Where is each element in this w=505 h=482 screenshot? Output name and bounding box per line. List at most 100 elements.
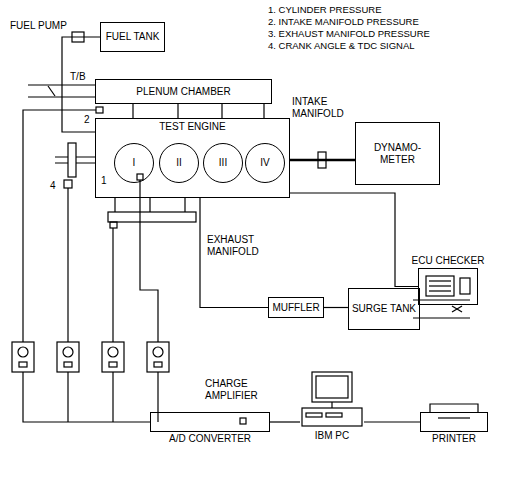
- ad-indicator: [240, 418, 246, 424]
- legend-item: 4. CRANK ANGLE & TDC SIGNAL: [268, 40, 415, 51]
- printer-box: PRINTER: [420, 412, 488, 432]
- surge-tank-outlet: [413, 300, 470, 318]
- node-label: FUEL TANK: [106, 31, 160, 43]
- ecu-keypad: [429, 285, 451, 286]
- charge-amplifier: [64, 362, 72, 367]
- node-label: DYNAMO- METER: [372, 142, 424, 165]
- connector-line: [270, 421, 300, 422]
- signal-wire: [67, 188, 68, 342]
- surge-tank-outlet: [413, 299, 470, 300]
- charge-amplifier: [63, 347, 73, 357]
- ecu-keypad: [426, 276, 470, 296]
- signal-wire: [140, 180, 158, 342]
- printer-paper: [438, 417, 470, 418]
- node-label: SURGE TANK: [352, 303, 416, 315]
- connector-line: [132, 104, 133, 118]
- node-label: A/D CONVERTER: [169, 433, 251, 445]
- dynamometer-box: DYNAMO- METER: [355, 122, 440, 185]
- exhaust-manifold: [108, 198, 196, 222]
- charge-amplifier: [154, 362, 162, 367]
- plenum-box: PLENUM CHAMBER: [95, 79, 272, 104]
- engine-box: TEST ENGINEIIIIIIIV: [95, 118, 290, 198]
- node-label: I: [133, 157, 136, 169]
- printer-paper: [430, 404, 478, 412]
- connector-line: [200, 198, 268, 308]
- tank-box: FUEL TANK: [100, 22, 165, 52]
- computer-icon: [306, 413, 322, 417]
- computer-icon: [302, 372, 362, 426]
- signal-wire: [23, 110, 158, 422]
- printer-paper: [430, 404, 478, 418]
- ecu-keypad: [429, 280, 451, 281]
- pressure-sensor: [137, 174, 143, 180]
- exhaust-manifold: [108, 212, 196, 222]
- legend-item: 3. EXHAUST MANIFOLD PRESSURE: [268, 28, 430, 39]
- ecu-box: ECU CHECKER: [418, 268, 478, 305]
- charge-amplifier: [18, 347, 28, 357]
- part-label: EXHAUST MANIFOLD: [207, 234, 267, 258]
- node-label: III: [219, 157, 227, 169]
- signal-wire: [157, 372, 158, 422]
- intake-runner: [263, 104, 264, 118]
- crank-flywheel: [64, 180, 72, 188]
- intake-runner: [221, 104, 222, 118]
- node-label: II: [176, 157, 182, 169]
- connector-line: [290, 159, 355, 161]
- ecu-keypad: [460, 278, 470, 294]
- callout-number: 1: [101, 175, 107, 187]
- part-label: T/B: [70, 71, 86, 83]
- legend-item: 2. INTAKE MANIFOLD PRESSURE: [268, 16, 419, 27]
- charge-amplifier: [153, 347, 163, 357]
- cylinder-circle: I: [114, 143, 154, 183]
- muffler-box: MUFFLER: [268, 297, 323, 318]
- signal-wire: [67, 372, 68, 422]
- ad-indicator: [240, 418, 246, 424]
- node-label: IBM PC: [315, 430, 349, 442]
- ecu-keypad: [426, 276, 454, 296]
- signal-wire: [23, 110, 96, 342]
- pressure-sensor: [110, 222, 117, 228]
- crank-flywheel: [55, 143, 95, 188]
- callout-number: 2: [84, 114, 90, 126]
- node-label: MUFFLER: [272, 302, 319, 314]
- signal-wire: [112, 228, 113, 342]
- computer-icon: [331, 402, 332, 408]
- signal-wire: [23, 372, 150, 422]
- charge-amplifier: [57, 342, 79, 372]
- connector-line: [290, 193, 418, 287]
- computer-node: IBM PC: [300, 370, 364, 428]
- intake-runner: [177, 104, 178, 118]
- surge-tank-outlet: [452, 306, 462, 312]
- crank-flywheel: [68, 143, 76, 177]
- pressure-sensor: [96, 107, 143, 228]
- exhaust-manifold: [114, 198, 115, 212]
- charge-amplifier: [102, 342, 124, 372]
- exhaust-manifold: [149, 198, 150, 212]
- exhaust-manifold: [184, 198, 185, 212]
- node-label: PRINTER: [432, 433, 476, 445]
- computer-icon: [326, 413, 342, 417]
- signal-wire: [112, 372, 113, 422]
- cylinder-circle: III: [203, 143, 243, 183]
- pressure-sensor: [96, 107, 103, 113]
- connector-line: [364, 421, 420, 422]
- surge-tank-outlet: [413, 317, 470, 318]
- node-label: IV: [260, 157, 269, 169]
- part-label: CHARGE AMPLIFIER: [205, 378, 277, 402]
- charge-amplifier: [19, 362, 27, 367]
- legend-item: 1. CYLINDER PRESSURE: [268, 4, 382, 15]
- charge-amplifier: [147, 342, 169, 372]
- node-label: TEST ENGINE: [159, 121, 226, 133]
- surge-tank-box: SURGE TANK: [348, 288, 420, 330]
- surge-tank-outlet: [452, 306, 462, 312]
- charge-amplifier: [108, 347, 118, 357]
- connector-line: [324, 307, 348, 308]
- node-label: ECU CHECKER: [412, 255, 485, 267]
- cylinder-circle: IV: [245, 143, 285, 183]
- computer-icon: [302, 408, 362, 426]
- ecu-keypad: [429, 290, 451, 291]
- part-label: FUEL PUMP: [10, 20, 67, 32]
- computer-icon: [316, 376, 348, 398]
- charge-amplifier: [12, 342, 34, 372]
- throttle-body-duct: [48, 86, 55, 96]
